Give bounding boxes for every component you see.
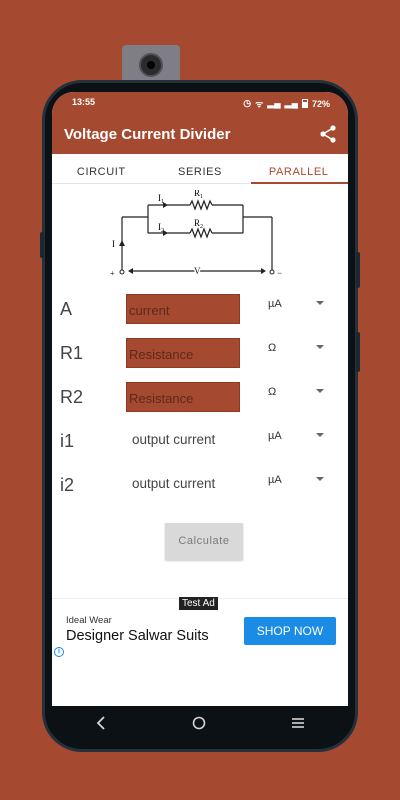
app-title: Voltage Current Divider (64, 126, 231, 143)
tab-parallel[interactable]: PARALLEL (249, 154, 348, 184)
battery-level: 72% (311, 98, 330, 109)
signal-icon: ▂▄ (267, 98, 281, 108)
label-plus: + (110, 269, 115, 278)
signal-icon-2: ▂▄ (284, 98, 298, 108)
recents-icon[interactable] (291, 717, 305, 729)
app-screen: 13:55 ◷ ᯤ ▂▄ ▂▄ 72% Voltage Current Divi… (52, 92, 348, 706)
share-icon[interactable] (318, 124, 338, 144)
chevron-down-icon[interactable] (316, 477, 324, 481)
side-button-left (40, 232, 44, 258)
alarm-icon: ◷ (243, 98, 252, 108)
status-icons: ◷ ᯤ ▂▄ ▂▄ 72% (243, 97, 330, 110)
calculate-button[interactable]: Calculate (165, 523, 243, 560)
row-r1: R1 Resistance Ω (52, 338, 348, 372)
parallel-circuit-diagram: I1 R1 I2 R2 I V + − (110, 190, 282, 278)
label-v: V (194, 266, 201, 276)
tab-series[interactable]: SERIES (178, 166, 222, 178)
chevron-down-icon[interactable] (316, 345, 324, 349)
ad-headline: Designer Salwar Suits (66, 628, 209, 644)
label-i1: I1 (158, 193, 164, 205)
unit-value[interactable]: µA (268, 430, 282, 442)
label-minus: − (277, 268, 282, 278)
i1-output: output current (132, 432, 216, 447)
shop-now-button[interactable]: SHOP NOW (244, 617, 336, 645)
current-input[interactable]: current (126, 294, 240, 324)
app-bar: Voltage Current Divider (52, 114, 348, 154)
label-r2: R2 (194, 218, 203, 230)
info-icon[interactable]: i (54, 647, 64, 657)
ad-badge: Test Ad (179, 597, 218, 610)
label-r1: R1 (194, 190, 203, 200)
row-label: R1 (60, 343, 84, 363)
label-i: I (112, 239, 115, 249)
row-current: A current µA (52, 294, 348, 328)
unit-value[interactable]: Ω (268, 342, 277, 354)
r1-resistance-input[interactable]: Resistance (126, 338, 240, 368)
unit-value[interactable]: µA (268, 298, 282, 310)
back-icon[interactable] (95, 716, 107, 730)
system-nav-bar (52, 704, 348, 742)
camera-lens-icon (139, 53, 163, 77)
wifi-icon: ᯤ (255, 99, 264, 109)
volume-button (356, 252, 360, 288)
row-label: A (60, 299, 73, 319)
row-label: i1 (60, 431, 75, 451)
row-i1: i1 output current µA (52, 426, 348, 460)
unit-value[interactable]: Ω (268, 386, 277, 398)
status-bar: 13:55 ◷ ᯤ ▂▄ ▂▄ 72% (52, 92, 348, 114)
row-r2: R2 Resistance Ω (52, 382, 348, 416)
unit-value[interactable]: µA (268, 474, 282, 486)
row-label: R2 (60, 387, 84, 407)
row-label: i2 (60, 475, 75, 495)
chevron-down-icon[interactable] (316, 389, 324, 393)
tab-bar: CIRCUIT SERIES PARALLEL (52, 154, 348, 184)
r2-resistance-input[interactable]: Resistance (126, 382, 240, 412)
ad-banner[interactable]: Test Ad Ideal Wear Designer Salwar Suits… (52, 597, 348, 662)
row-i2: i2 output current µA (52, 470, 348, 504)
battery-icon (301, 99, 308, 108)
status-time: 13:55 (72, 97, 96, 107)
i2-output: output current (132, 476, 216, 491)
power-button (356, 332, 360, 372)
chevron-down-icon[interactable] (316, 301, 324, 305)
label-i2: I2 (158, 222, 164, 234)
chevron-down-icon[interactable] (316, 433, 324, 437)
home-icon[interactable] (192, 716, 206, 730)
tab-circuit[interactable]: CIRCUIT (76, 166, 126, 178)
ad-advertiser: Ideal Wear (66, 615, 112, 626)
